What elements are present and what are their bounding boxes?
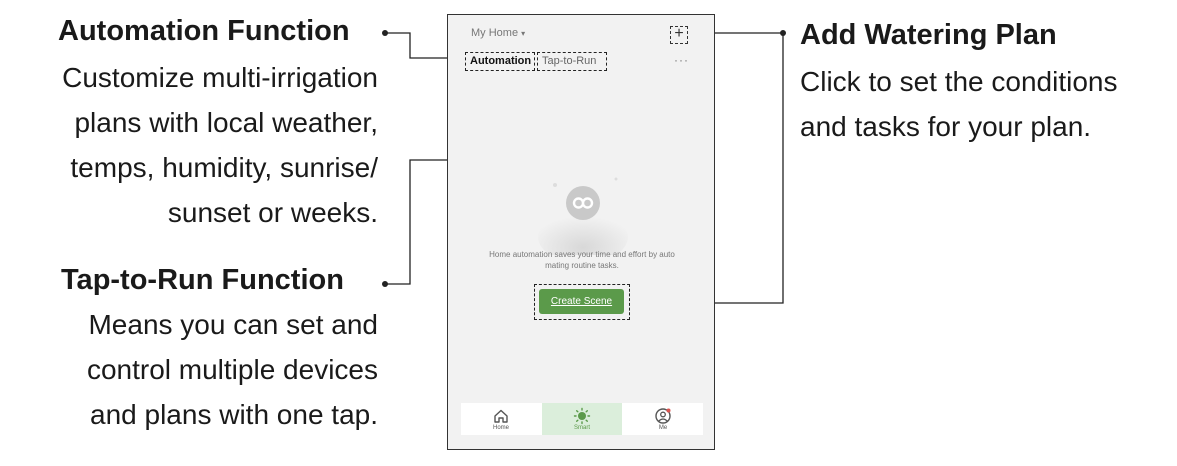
add-plan-desc-line: Click to set the conditions: [800, 66, 1118, 97]
ellipsis-icon[interactable]: ···: [674, 53, 689, 67]
tap-to-run-desc-line: and plans with one tap.: [90, 399, 378, 430]
profile-icon: [655, 408, 671, 424]
phone-screen: My Home▾ + Automation Tap-to-Run ··· Hom…: [447, 14, 715, 450]
empty-text-line: mating routine tasks.: [545, 261, 619, 270]
tap-to-run-function-description: Means you can set and control multiple d…: [0, 302, 378, 437]
add-watering-plan-title: Add Watering Plan: [800, 19, 1057, 51]
plus-icon: +: [674, 25, 684, 42]
add-watering-plan-button[interactable]: +: [670, 26, 688, 44]
tab-automation[interactable]: Automation: [465, 52, 535, 71]
tabbar-item-home[interactable]: Home: [461, 403, 541, 435]
sun-icon: [573, 407, 591, 425]
empty-state-text: Home automation saves your time and effo…: [468, 249, 696, 271]
bottom-tab-bar: Home Smart Me: [461, 403, 703, 435]
create-scene-button[interactable]: Create Scene: [539, 289, 624, 314]
tabbar-label: Smart: [573, 425, 590, 431]
home-icon: [494, 409, 508, 423]
tabbar-label: Home: [492, 425, 509, 431]
automation-desc-line: sunset or weeks.: [167, 197, 378, 228]
automation-desc-line: temps, humidity, sunrise/: [70, 152, 378, 183]
home-selector-label: My Home: [471, 27, 519, 39]
tap-to-run-function-title: Tap-to-Run Function: [61, 264, 344, 296]
automation-desc-line: Customize multi-irrigation: [62, 62, 378, 93]
home-selector[interactable]: My Home▾: [471, 27, 525, 39]
tabbar-item-smart[interactable]: Smart: [542, 403, 622, 435]
automation-function-description: Customize multi-irrigation plans with lo…: [0, 55, 378, 235]
create-scene-highlight: Create Scene: [534, 284, 630, 320]
tabbar-label: Me: [658, 425, 668, 431]
tap-to-run-desc-line: control multiple devices: [86, 354, 378, 385]
tabbar-item-me[interactable]: Me: [623, 403, 703, 435]
add-plan-desc-line: and tasks for your plan.: [800, 111, 1092, 142]
tab-tap-to-run[interactable]: Tap-to-Run: [537, 52, 607, 71]
tap-to-run-desc-line: Means you can set and: [88, 309, 378, 340]
empty-state-illustration: [538, 177, 628, 255]
add-watering-plan-description: Click to set the conditions and tasks fo…: [800, 59, 1170, 149]
automation-desc-line: plans with local weather,: [74, 107, 378, 138]
empty-text-line: Home automation saves your time and effo…: [489, 250, 675, 259]
automation-function-title: Automation Function: [58, 15, 350, 47]
caret-down-icon: ▾: [521, 29, 526, 38]
